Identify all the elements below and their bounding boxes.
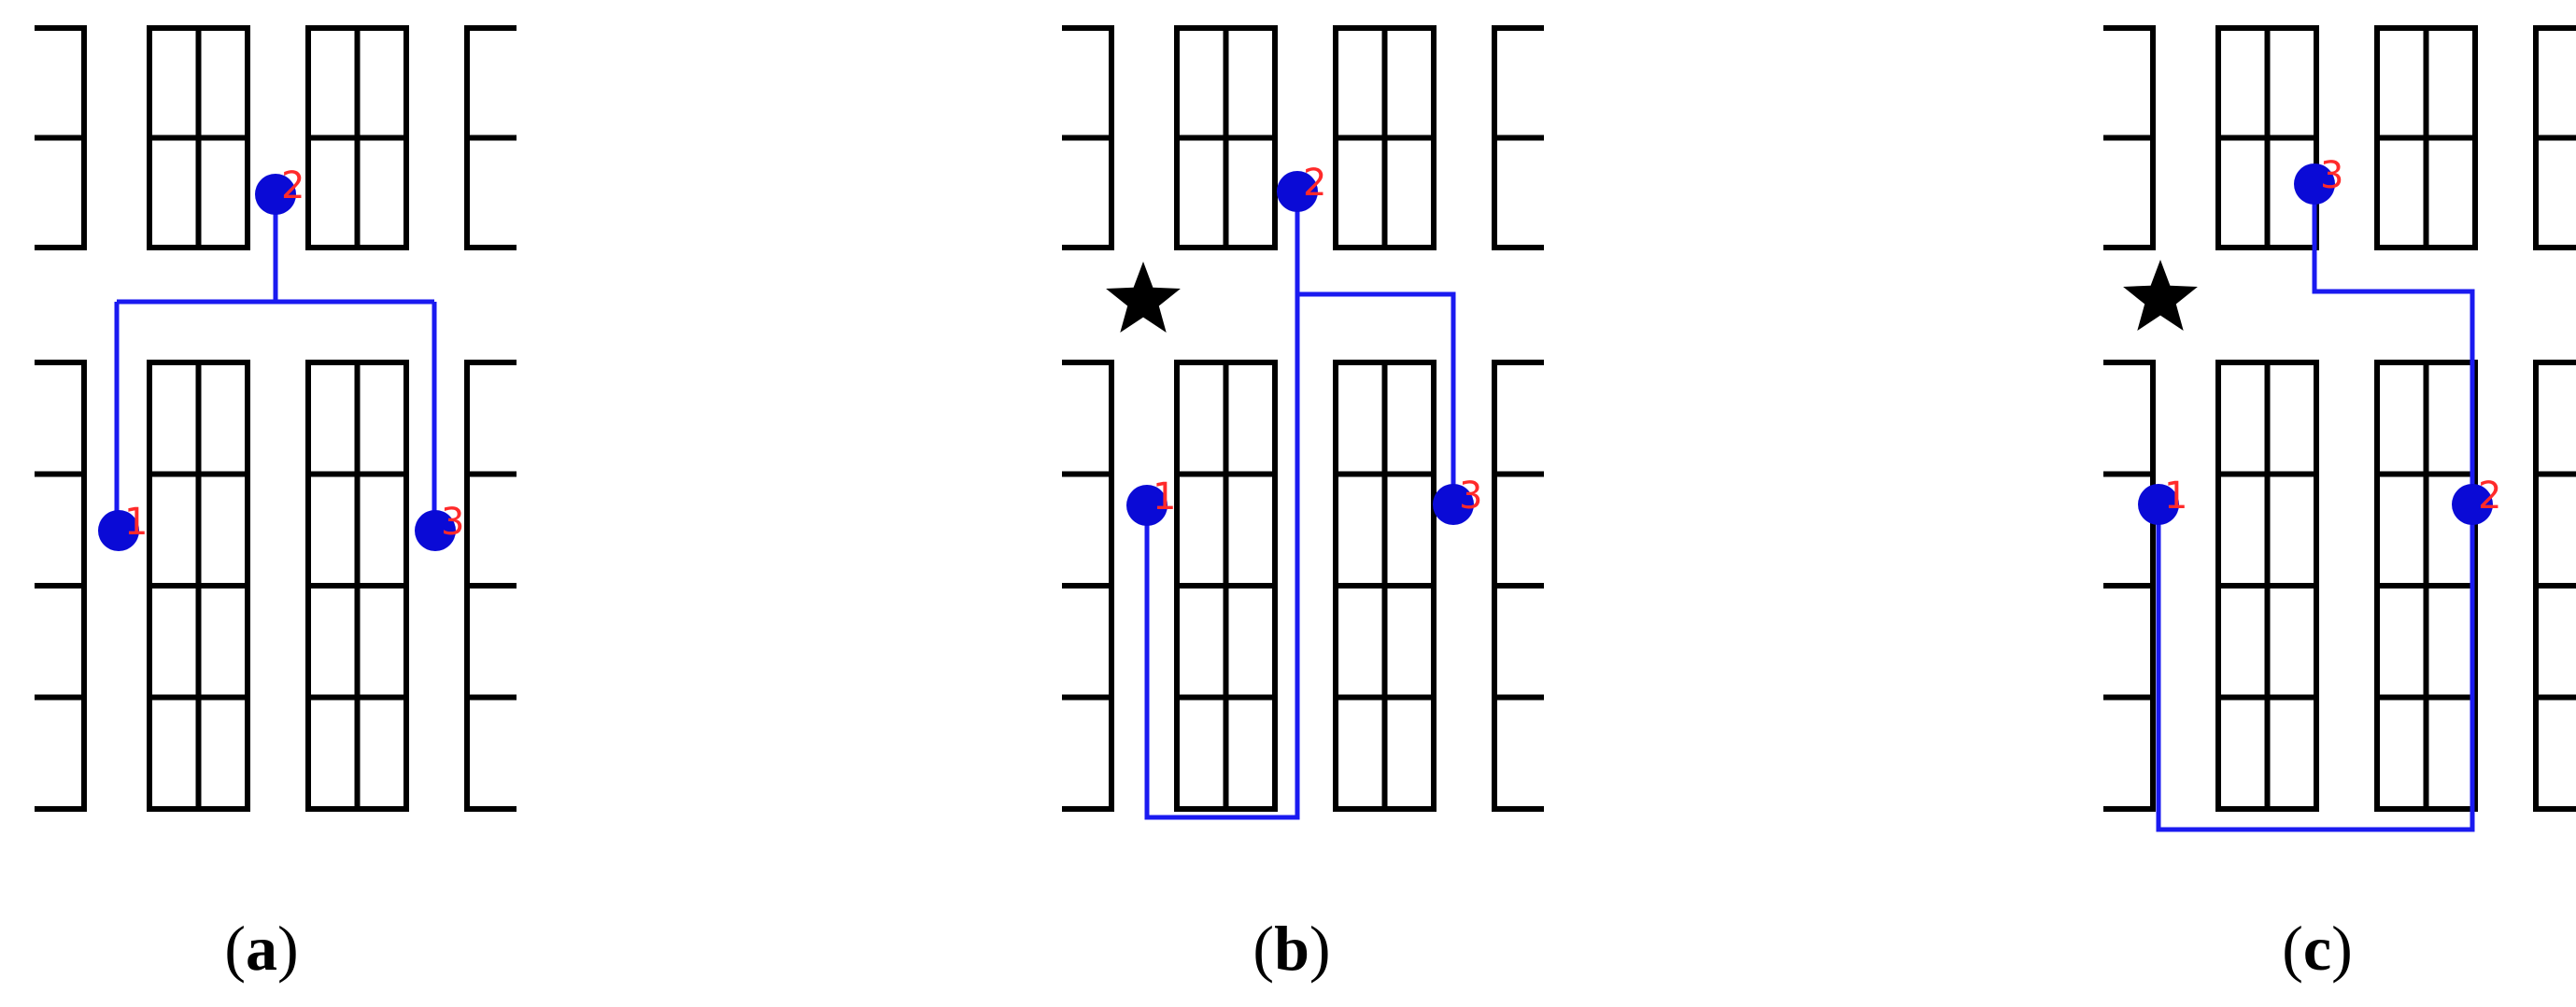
pick-point-b-3: 3 <box>1433 475 1482 525</box>
pick-point-a-2: 2 <box>255 164 304 215</box>
panel-b: 1 2 3 <box>1062 25 1544 820</box>
c-rack-top-left <box>2103 25 2156 250</box>
pick-point-a-1: 1 <box>98 501 148 551</box>
caption-a: (a) <box>224 913 298 984</box>
b-rack-bottom-left <box>1062 360 1114 812</box>
a-rack-bottom-1 <box>147 360 250 812</box>
pick-point-c-3: 3 <box>2294 154 2343 205</box>
c-rack-top-2 <box>2374 25 2478 250</box>
pick-point-a-3: 3 <box>415 501 464 551</box>
depot-star-b <box>1106 262 1181 333</box>
pick-point-marker <box>2294 163 2335 205</box>
a-rack-top-1 <box>147 25 250 250</box>
depot-star-c <box>2123 260 2198 331</box>
c-rack-top-right <box>2533 25 2576 250</box>
b-rack-bottom-right <box>1492 360 1544 812</box>
pick-point-marker <box>415 510 456 551</box>
caption-c: (c) <box>2282 913 2353 984</box>
pick-point-label: 2 <box>2478 475 2501 518</box>
b-rack-top-right <box>1492 25 1544 250</box>
b-rack-top-2 <box>1333 25 1437 250</box>
c-rack-bottom-right <box>2533 360 2576 812</box>
c-rack-bottom-left <box>2103 360 2156 812</box>
pick-point-label: 1 <box>2164 475 2187 518</box>
c-rack-bottom-1 <box>2215 360 2319 812</box>
panel-a: 1 2 3 <box>35 25 517 812</box>
b-rack-top-left <box>1062 25 1114 250</box>
c-rack-top-1 <box>2215 25 2319 250</box>
pick-point-label: 1 <box>124 501 148 544</box>
a-rack-top-2 <box>305 25 409 250</box>
pick-point-c-2: 2 <box>2452 475 2501 525</box>
pick-point-b-2: 2 <box>1277 162 1326 212</box>
pick-point-label: 2 <box>1303 162 1326 205</box>
pick-point-c-1: 1 <box>2138 475 2187 525</box>
a-rack-top-right <box>464 25 517 250</box>
a-rack-top-left <box>35 25 87 250</box>
pick-point-label: 2 <box>281 164 304 207</box>
a-rack-bottom-right <box>464 360 517 812</box>
b-rack-bottom-1 <box>1174 360 1278 812</box>
pick-point-marker <box>2138 484 2179 525</box>
pick-point-marker <box>1126 485 1168 526</box>
pick-point-b-1: 1 <box>1126 475 1176 526</box>
c-rack-bottom-2 <box>2374 360 2478 812</box>
pick-point-marker <box>98 510 139 551</box>
a-rack-bottom-left <box>35 360 87 812</box>
a-rack-bottom-2 <box>305 360 409 812</box>
b-rack-top-1 <box>1174 25 1278 250</box>
pick-point-label: 3 <box>2320 154 2343 197</box>
pick-point-marker <box>1433 484 1474 525</box>
b-rack-bottom-2 <box>1333 360 1437 812</box>
pick-point-marker <box>2452 484 2493 525</box>
pick-point-marker <box>1277 171 1318 212</box>
pick-point-label: 3 <box>441 501 464 544</box>
pick-point-marker <box>255 174 296 215</box>
route-a <box>114 194 437 531</box>
pick-point-label: 1 <box>1153 475 1176 518</box>
caption-b: (b) <box>1253 913 1330 984</box>
panel-c: 1 2 3 <box>2103 25 2576 832</box>
pick-point-label: 3 <box>1459 475 1482 518</box>
route-b <box>1144 191 1456 820</box>
